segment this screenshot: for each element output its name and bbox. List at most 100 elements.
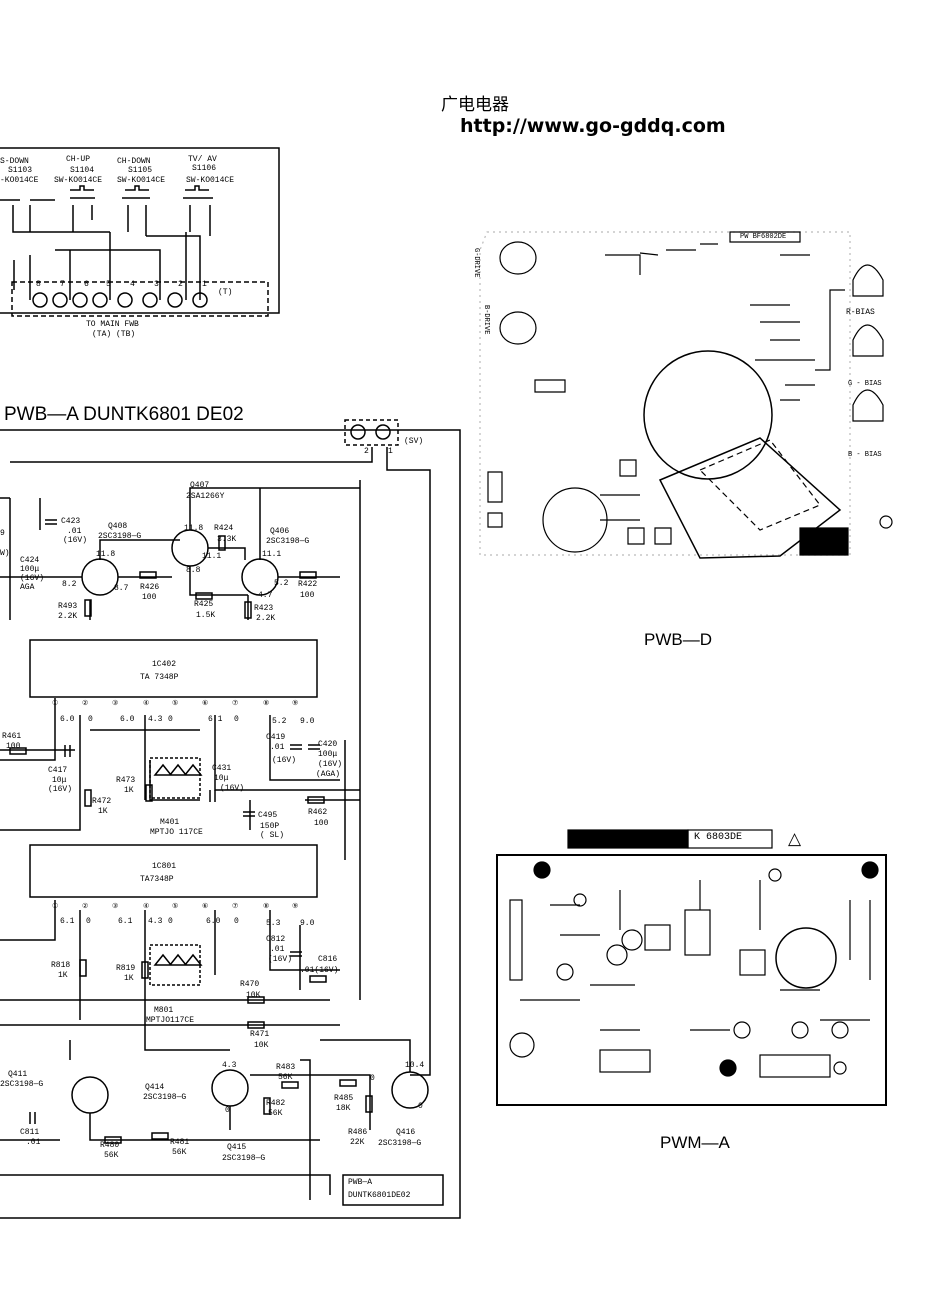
- r423-v1: 2.2K: [256, 614, 276, 623]
- r480-ref: R480: [100, 1141, 120, 1150]
- c495-v1: 150P: [260, 822, 280, 831]
- c424-v1: 100μ: [20, 565, 40, 574]
- r424-ref: R424: [214, 524, 234, 533]
- c811-ref: C811: [20, 1128, 40, 1137]
- q414-part: 2SC3198—G: [143, 1093, 187, 1102]
- v-q406-c: 11.1: [262, 550, 282, 559]
- c417-ref: C417: [48, 766, 68, 775]
- v-nine-left: 9: [0, 529, 5, 538]
- switch-part-4: SW-KO014CE: [186, 176, 235, 185]
- c812-ref: C812: [266, 935, 286, 944]
- r-bias-label: R-BIAS: [846, 308, 875, 317]
- c816-v1: .01(16V): [300, 966, 339, 975]
- pwb-d-part-label: PW BF6802DE: [740, 233, 787, 241]
- site-url: http://www.go-gddq.com: [460, 115, 726, 137]
- v-ic801-p2: 0: [86, 917, 91, 926]
- r422-v1: 100: [300, 591, 315, 600]
- label-box-line1: PWB—A: [348, 1178, 373, 1187]
- r425-v1: 1.5K: [196, 611, 216, 620]
- r482-v1: 56K: [268, 1109, 283, 1118]
- pwb-d-title: PWB—D: [644, 630, 712, 649]
- q406-part: 2SC3198—G: [266, 537, 310, 546]
- c811-v1: .01: [26, 1138, 41, 1147]
- ic801-box: [29, 844, 318, 898]
- q407-part: 2SA1266Y: [186, 492, 225, 501]
- q414-ref: Q414: [145, 1083, 165, 1092]
- pwm-a-title: PWM—A: [660, 1133, 730, 1152]
- b-bias-label: B - BIAS: [848, 451, 882, 459]
- g-bias-label: G - BIAS: [848, 380, 882, 388]
- q406-ref: Q406: [270, 527, 290, 536]
- q411-ref: Q411: [8, 1070, 28, 1079]
- v-ic801-p4: 4.3: [148, 917, 163, 926]
- ic801-pin7: ⑦: [232, 903, 239, 911]
- sv-pin-2: 2: [364, 447, 369, 456]
- v-q416-e: 0: [418, 1102, 423, 1111]
- pwm-a-board: [496, 829, 887, 1106]
- v-ic402-p4: 4.3: [148, 715, 163, 724]
- r470-v1: 10K: [246, 991, 261, 1000]
- pwm-a-part-label: K 6803DE: [694, 832, 743, 843]
- label-box-line2: DUNTK6801DE02: [348, 1191, 411, 1200]
- crt-socket: [643, 350, 773, 480]
- b-drive-label: B-DRIVE: [482, 305, 490, 335]
- r482-ref: R482: [266, 1099, 286, 1108]
- switch-name-3: CH-DOWN: [117, 157, 151, 166]
- r480-v1: 56K: [104, 1151, 119, 1160]
- m401-part: MPTJO 117CE: [150, 828, 203, 837]
- r481-ref: R481: [170, 1138, 190, 1147]
- v-q407-e: 11.8: [184, 524, 204, 533]
- v-ic402-p8: 5.2: [272, 717, 287, 726]
- sv-label: (SV): [404, 437, 424, 446]
- r424-v1: 3.3K: [217, 535, 237, 544]
- q408-part: 2SC3198—G: [98, 532, 142, 541]
- v-q407-b: 8.8: [186, 566, 201, 575]
- v-q408-e: 8.7: [114, 584, 129, 593]
- ic402-pin4: ④: [143, 700, 150, 708]
- ic801-pin9: ⑨: [292, 903, 299, 911]
- v-ic402-p2: 0: [88, 715, 93, 724]
- ic801-ref: 1C801: [152, 862, 177, 871]
- q408-ref: Q408: [108, 522, 128, 531]
- switch-part-1: -KO014CE: [0, 176, 39, 185]
- q411-part: 2SC3198—G: [0, 1080, 44, 1089]
- connector-label-1: TO MAIN FWB: [86, 320, 139, 329]
- c419-ref: C419: [266, 733, 286, 742]
- q407-ref: Q407: [190, 481, 210, 490]
- sv-pin-1: 1: [388, 447, 393, 456]
- pwb-a-frame: [0, 429, 461, 1219]
- ic801-pin2: ②: [82, 903, 89, 911]
- q415-ref: Q415: [227, 1143, 247, 1152]
- r485-v1: 18K: [336, 1104, 351, 1113]
- ic402-pin2: ②: [82, 700, 89, 708]
- connector-label-2: (TA) (TB): [92, 330, 136, 339]
- r426-v1: 100: [142, 593, 157, 602]
- q408-symbol: [81, 558, 119, 596]
- pwb-d-board: [479, 231, 893, 559]
- c816-ref: C816: [318, 955, 338, 964]
- r486-ref: R486: [348, 1128, 368, 1137]
- switch-ref-2: S1104: [70, 166, 95, 175]
- ic801-pin3: ③: [112, 903, 119, 911]
- r462-v1: 100: [314, 819, 329, 828]
- ic801-pin1: ①: [52, 903, 59, 911]
- r461-ref: R461: [2, 732, 22, 741]
- ic801-pin8: ⑧: [263, 903, 270, 911]
- ic801-pin6: ⑥: [202, 903, 209, 911]
- pin-1: 1: [202, 280, 207, 289]
- switch-name-4: TV/ AV: [188, 155, 217, 164]
- switch-panel-frame: [0, 147, 280, 314]
- pwb-a-title: PWB—A DUNTK6801 DE02: [4, 404, 244, 425]
- q411-symbol: [71, 1076, 109, 1114]
- c495-v2: ( SL): [260, 831, 285, 840]
- r472-ref: R472: [92, 797, 112, 806]
- c417-v1: 10μ: [52, 776, 67, 785]
- switch-name-1: S-DOWN: [0, 157, 29, 166]
- pwb-a-label-box: [342, 1174, 444, 1206]
- q415-part: 2SC3198—G: [222, 1154, 266, 1163]
- r473-ref: R473: [116, 776, 136, 785]
- r471-v1: 10K: [254, 1041, 269, 1050]
- ic402-pin6: ⑥: [202, 700, 209, 708]
- r493-ref: R493: [58, 602, 78, 611]
- ic402-box: [29, 639, 318, 698]
